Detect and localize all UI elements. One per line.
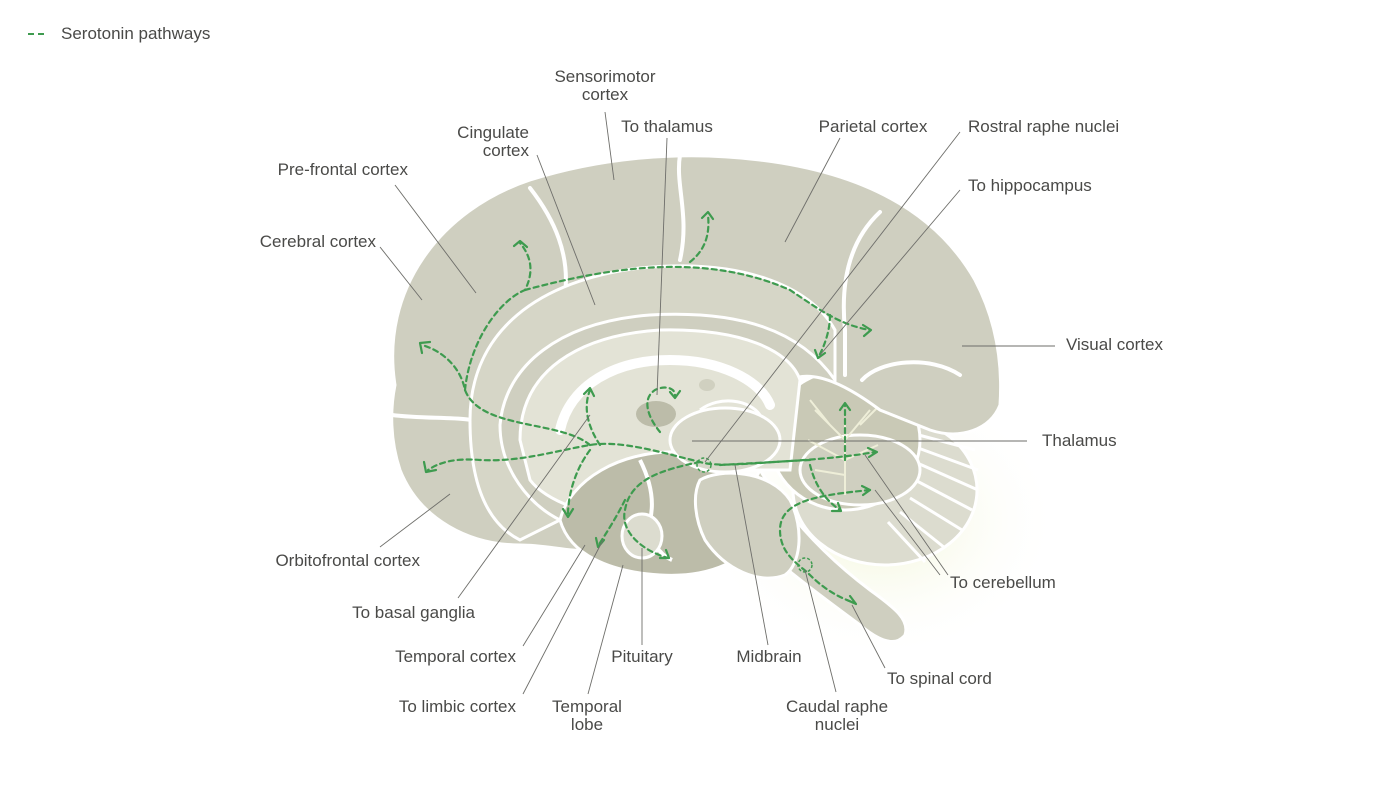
- label-to-limbic-cortex: To limbic cortex: [399, 697, 517, 716]
- legend-label: Serotonin pathways: [61, 24, 210, 43]
- label-to-cerebellum: To cerebellum: [950, 573, 1056, 592]
- label-temporal-lobe-line1: Temporal: [552, 697, 622, 716]
- label-cingulate-cortex-line1: Cingulate: [457, 123, 529, 142]
- label-prefrontal-cortex: Pre-frontal cortex: [278, 160, 409, 179]
- label-sensorimotor-cortex-line1: Sensorimotor: [554, 67, 655, 86]
- label-thalamus: Thalamus: [1042, 431, 1117, 450]
- region-labels: Sensorimotor cortex Cingulate cortex To …: [260, 67, 1164, 734]
- label-pituitary: Pituitary: [611, 647, 673, 666]
- label-cingulate-cortex-line2: cortex: [483, 141, 530, 160]
- label-to-hippocampus: To hippocampus: [968, 176, 1092, 195]
- label-caudal-raphe-nuclei-line2: nuclei: [815, 715, 859, 734]
- label-midbrain: Midbrain: [736, 647, 801, 666]
- label-rostral-raphe-nuclei: Rostral raphe nuclei: [968, 117, 1119, 136]
- label-to-spinal-cord: To spinal cord: [887, 669, 992, 688]
- leader-lines: [379, 111, 1055, 695]
- label-orbitofrontal-cortex: Orbitofrontal cortex: [275, 551, 420, 570]
- label-temporal-cortex: Temporal cortex: [395, 647, 516, 666]
- label-temporal-lobe-line2: lobe: [571, 715, 603, 734]
- label-caudal-raphe-nuclei-line1: Caudal raphe: [786, 697, 888, 716]
- label-sensorimotor-cortex-line2: cortex: [582, 85, 629, 104]
- label-cerebral-cortex: Cerebral cortex: [260, 232, 377, 251]
- legend: Serotonin pathways: [28, 24, 210, 43]
- label-to-thalamus: To thalamus: [621, 117, 713, 136]
- serotonin-pathway-lines: [418, 210, 879, 606]
- brain-illustration: [390, 153, 1060, 660]
- label-to-basal-ganglia: To basal ganglia: [352, 603, 475, 622]
- midbrain-shape: [694, 471, 801, 580]
- label-parietal-cortex: Parietal cortex: [819, 117, 928, 136]
- label-visual-cortex: Visual cortex: [1066, 335, 1164, 354]
